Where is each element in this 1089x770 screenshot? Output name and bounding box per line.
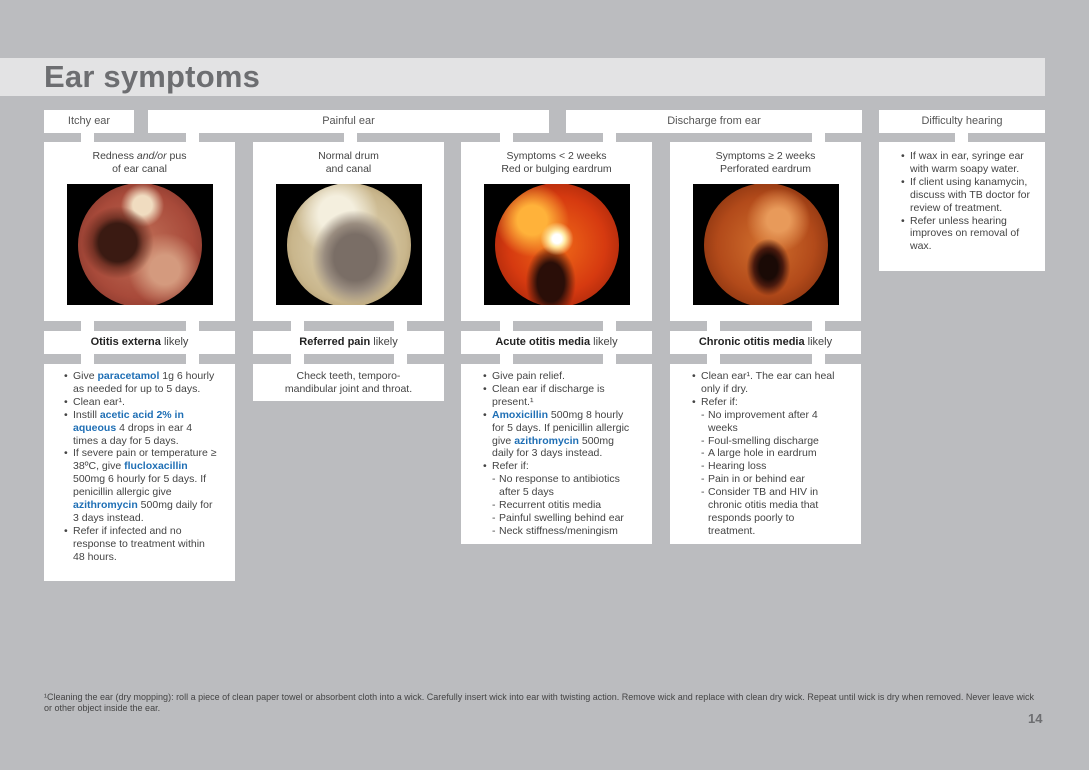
symptom-itchy-ear: Itchy ear bbox=[44, 110, 134, 133]
connector bbox=[81, 133, 94, 142]
refer-item: Recurrent otitis media bbox=[492, 499, 634, 512]
treatment-item: Give paracetamol 1g 6 hourly as needed f… bbox=[64, 370, 217, 396]
treatment-item: Give pain relief. bbox=[483, 370, 634, 383]
connector bbox=[812, 354, 825, 364]
connector bbox=[291, 354, 304, 364]
normal-drum-photo bbox=[276, 184, 422, 305]
treatment-item: If severe pain or temperature ≥ 38ºC, gi… bbox=[64, 447, 217, 524]
connector bbox=[603, 133, 616, 142]
refer-item: Neck stiffness/meningism bbox=[492, 525, 634, 538]
connector bbox=[707, 321, 720, 331]
drug-name: flucloxacillin bbox=[124, 460, 188, 473]
connector bbox=[186, 354, 199, 364]
finding-caption: Normal drum and canal bbox=[318, 150, 379, 175]
hearing-advice-box: If wax in ear, syringe ear with warm soa… bbox=[879, 142, 1045, 271]
diagnosis-otitis-externa: Otitis externa likely bbox=[44, 331, 235, 354]
connector bbox=[500, 133, 513, 142]
treatment-item: Refer if: No response to antibiotics aft… bbox=[483, 460, 634, 537]
connector bbox=[394, 321, 407, 331]
finding-box-acute-otitis-media: Symptoms < 2 weeks Red or bulging eardru… bbox=[461, 142, 652, 321]
connector bbox=[500, 354, 513, 364]
refer-item: A large hole in eardrum bbox=[701, 447, 837, 460]
symptom-painful-ear: Painful ear bbox=[148, 110, 549, 133]
treatment-referred-pain: Check teeth, temporo-mandibular joint an… bbox=[253, 364, 444, 401]
refer-item: Hearing loss bbox=[701, 460, 837, 473]
finding-caption: Symptoms < 2 weeks Red or bulging eardru… bbox=[501, 150, 612, 175]
page-title: Ear symptoms bbox=[44, 59, 261, 94]
connector bbox=[955, 133, 968, 142]
acute-otitis-media-photo bbox=[484, 184, 630, 305]
finding-caption: Redness and/or pus of ear canal bbox=[92, 150, 187, 175]
chronic-otitis-media-photo bbox=[693, 184, 839, 305]
treatment-item: Clean ear¹. The ear can heal only if dry… bbox=[692, 370, 837, 396]
treatment-otitis-externa: Give paracetamol 1g 6 hourly as needed f… bbox=[44, 364, 235, 581]
drug-name: paracetamol bbox=[97, 370, 160, 382]
treatment-item: Clean ear if discharge is present.¹ bbox=[483, 383, 634, 409]
hearing-advice-item: Refer unless hearing improves on removal… bbox=[901, 215, 1035, 254]
finding-box-otitis-externa: Redness and/or pus of ear canal bbox=[44, 142, 235, 321]
connector bbox=[291, 321, 304, 331]
finding-caption: Symptoms ≥ 2 weeks Perforated eardrum bbox=[715, 150, 816, 175]
treatment-item: Instill acetic acid 2% in aqueous 4 drop… bbox=[64, 409, 217, 448]
refer-item: Foul-smelling discharge bbox=[701, 435, 837, 448]
hearing-advice-item: If client using kanamycin, discuss with … bbox=[901, 176, 1035, 215]
footnote: ¹Cleaning the ear (dry mopping): roll a … bbox=[44, 692, 1034, 713]
symptom-difficulty-hearing: Difficulty hearing bbox=[879, 110, 1045, 133]
connector bbox=[603, 321, 616, 331]
connector bbox=[812, 321, 825, 331]
connector bbox=[394, 354, 407, 364]
treatment-item: Refer if: No improvement after 4 weeks F… bbox=[692, 396, 837, 538]
treatment-item: Amoxicillin 500mg 8 hourly for 5 days. I… bbox=[483, 409, 634, 461]
connector bbox=[707, 354, 720, 364]
page-number: 14 bbox=[1028, 711, 1043, 726]
diagnosis-acute-otitis-media: Acute otitis media likely bbox=[461, 331, 652, 354]
drug-name: azithromycin bbox=[73, 499, 138, 512]
finding-box-chronic-otitis-media: Symptoms ≥ 2 weeks Perforated eardrum bbox=[670, 142, 861, 321]
drug-name: acetic acid 2% in aqueous bbox=[73, 408, 184, 434]
connector bbox=[344, 133, 357, 142]
finding-box-referred-pain: Normal drum and canal bbox=[253, 142, 444, 321]
connector bbox=[500, 321, 513, 331]
connector bbox=[81, 354, 94, 364]
treatment-item: Clean ear¹. bbox=[64, 396, 217, 409]
drug-name: azithromycin bbox=[514, 434, 579, 447]
connector bbox=[81, 321, 94, 331]
drug-name: Amoxicillin bbox=[492, 408, 549, 421]
connector bbox=[186, 133, 199, 142]
refer-item: No improvement after 4 weeks bbox=[701, 409, 837, 435]
title-band bbox=[0, 58, 1045, 96]
refer-item: Painful swelling behind ear bbox=[492, 512, 634, 525]
refer-item: No response to antibiotics after 5 days bbox=[492, 473, 634, 499]
treatment-item: Refer if infected and no response to tre… bbox=[64, 525, 217, 564]
otitis-externa-photo bbox=[67, 184, 213, 305]
treatment-chronic-otitis-media: Clean ear¹. The ear can heal only if dry… bbox=[670, 364, 861, 544]
symptom-discharge-from-ear: Discharge from ear bbox=[566, 110, 862, 133]
connector bbox=[812, 133, 825, 142]
connector bbox=[603, 354, 616, 364]
hearing-advice-item: If wax in ear, syringe ear with warm soa… bbox=[901, 150, 1035, 176]
connector bbox=[186, 321, 199, 331]
treatment-acute-otitis-media: Give pain relief. Clean ear if discharge… bbox=[461, 364, 652, 544]
diagnosis-referred-pain: Referred pain likely bbox=[253, 331, 444, 354]
refer-item: Consider TB and HIV in chronic otitis me… bbox=[701, 486, 837, 538]
refer-item: Pain in or behind ear bbox=[701, 473, 837, 486]
diagnosis-chronic-otitis-media: Chronic otitis media likely bbox=[670, 331, 861, 354]
